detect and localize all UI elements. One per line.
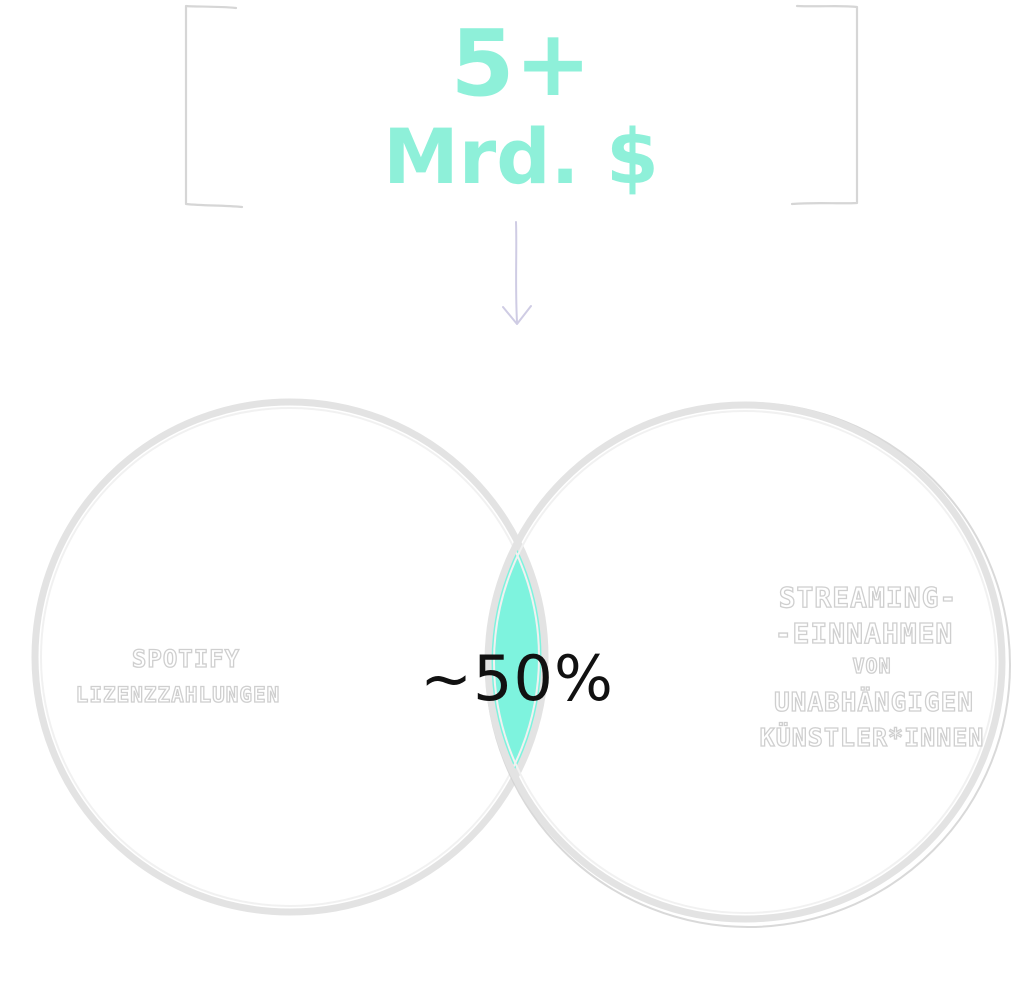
- overlap-percentage: ~50%: [420, 642, 614, 715]
- left-label-line-1: SPOTIFY: [132, 645, 240, 673]
- headline-unit: Mrd. $: [383, 112, 659, 201]
- right-circle: [484, 401, 1011, 928]
- right-label-line-2: -EINNAHMEN: [775, 617, 954, 650]
- headline-value: 5+: [450, 10, 591, 117]
- right-label-line-4: UNABHÄNGIGEN: [774, 686, 974, 718]
- left-circle: [31, 398, 549, 916]
- down-arrow-icon: [502, 221, 532, 325]
- right-label-line-3: VON: [852, 654, 891, 678]
- left-label-line-2: LIZENZZAHLUNGEN: [76, 683, 281, 707]
- right-label-line-5: KÜNSTLER*INNEN: [760, 722, 985, 752]
- headline-bracket-left: [184, 4, 244, 209]
- headline-bracket-right: [790, 4, 859, 206]
- right-label-line-1: STREAMING-: [779, 581, 958, 614]
